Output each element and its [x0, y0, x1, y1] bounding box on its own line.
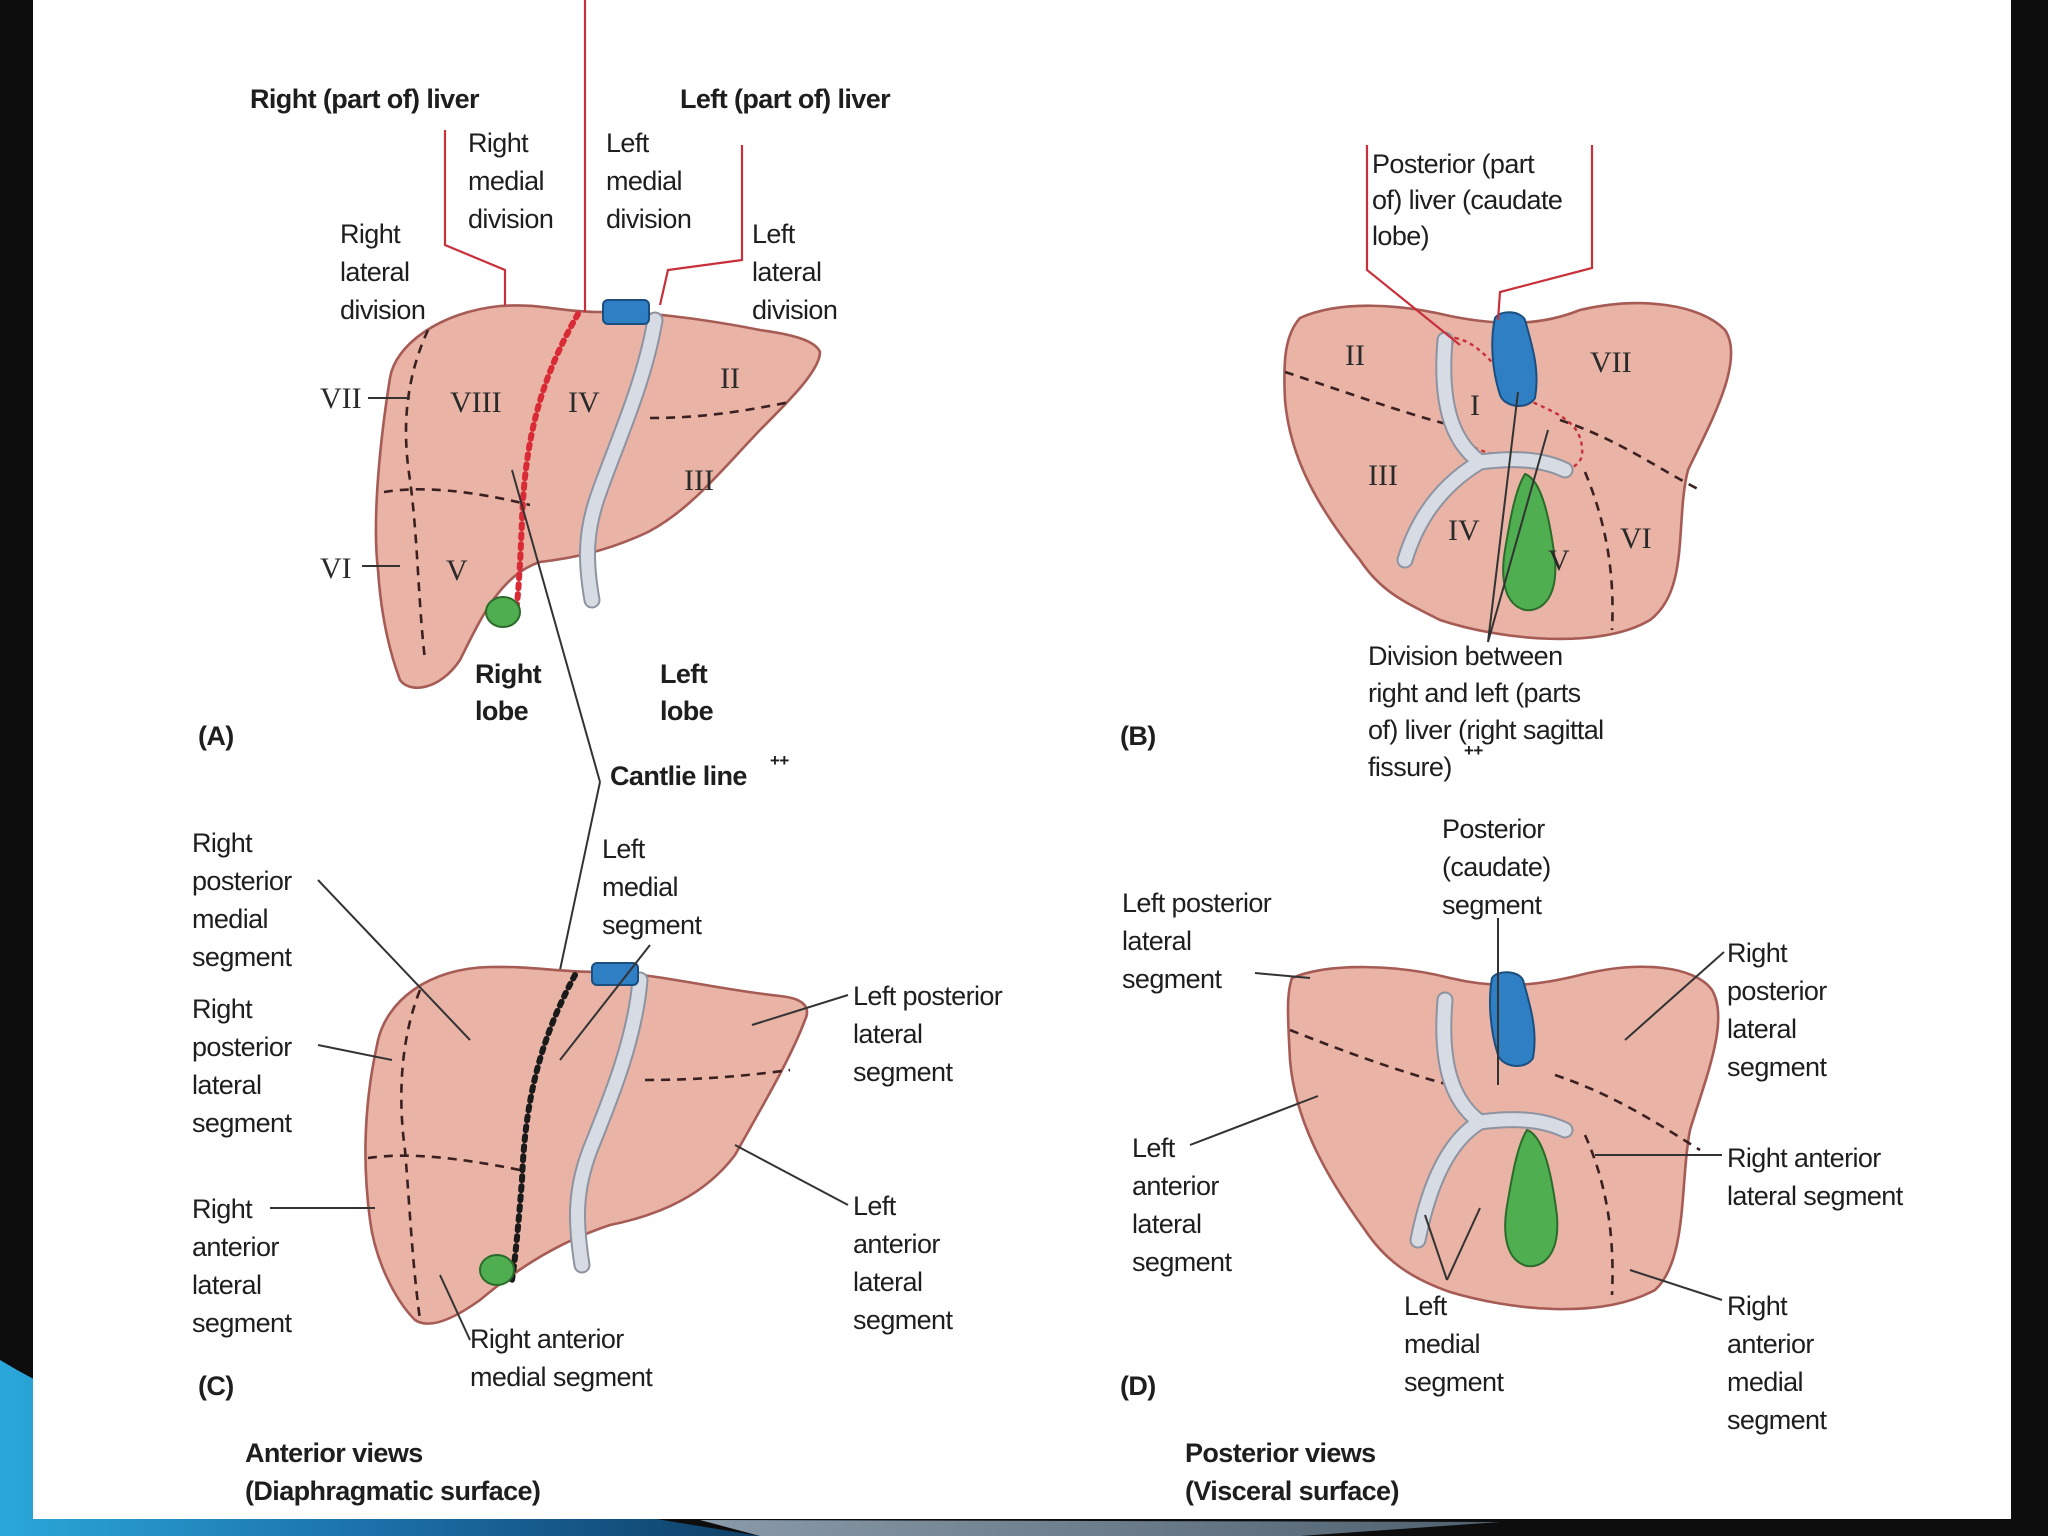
panel-d-lal-leader	[1189, 1095, 1319, 1146]
panel-c-lpl-leader	[751, 994, 849, 1026]
panel-b-seg-ii: II	[1345, 339, 1365, 372]
panel-c-ram-leader	[439, 1274, 471, 1341]
panel-c: Right posterior medial segment Right pos…	[192, 828, 1009, 1506]
panel-c-ivc	[591, 962, 639, 986]
panel-b-seg-vii: VII	[1590, 346, 1632, 379]
panel-c-rpm-leader	[317, 879, 471, 1041]
panel-a-seg-ii: II	[720, 362, 740, 395]
panel-c-left-posterior-lateral: Left posterior lateral segment	[853, 981, 1009, 1087]
panel-d-left-seg-line	[1289, 1028, 1451, 1087]
panel-a-seg-vii: VII	[320, 382, 362, 415]
panel-a-left-liver-label: Left (part of) liver	[680, 84, 891, 114]
panel-c-rpl-leader	[317, 1044, 393, 1061]
panel-a-right-lobe: Right lobe	[475, 659, 548, 726]
panel-a-right-medial-division: Right medial division	[468, 128, 553, 234]
panel-d-left-medial-segment: Left medial segment	[1404, 1291, 1504, 1397]
panel-c-right-lateral-line	[400, 989, 422, 1321]
slide-swoosh-shadow	[700, 1520, 1500, 1536]
panel-d-right-anterior-medial: Right anterior medial segment	[1727, 1291, 1827, 1435]
panel-b-vertical-seg-line	[1583, 471, 1614, 631]
panel-d-tag: (D)	[1120, 1371, 1156, 1401]
panel-b-fissure	[1398, 333, 1572, 567]
cantlie-line-mark: ++	[770, 751, 789, 770]
panel-c-horizontal-right	[367, 1154, 521, 1172]
panel-b-ivc	[1491, 311, 1538, 407]
panel-c-left-anterior-lateral: Left anterior lateral segment	[853, 1191, 953, 1335]
panel-b-seg-i: I	[1470, 389, 1480, 422]
panel-a-seg-iii: III	[684, 464, 714, 497]
panel-c-right-anterior-lateral: Right anterior lateral segment	[192, 1194, 292, 1338]
panel-c-tag: (C)	[198, 1371, 234, 1401]
figure-panel	[33, 0, 2011, 1519]
panel-c-horizontal-left	[644, 1068, 791, 1082]
panel-b-right-seg-line	[1559, 418, 1701, 492]
panel-a-right-medial-bracket	[443, 130, 507, 305]
panel-d-vertical-seg-line	[1583, 1134, 1614, 1296]
panel-c-lal-leader	[734, 1144, 849, 1206]
panel-d-ivc	[1489, 971, 1536, 1067]
panel-b-seg-iii: III	[1368, 459, 1398, 492]
panel-d-ram-leader	[1629, 1269, 1723, 1301]
panel-a-horizontal-right	[383, 488, 531, 507]
panel-a-right-lateral-line	[404, 329, 430, 661]
panel-d-right-seg-line	[1554, 1073, 1701, 1152]
panel-d-left-posterior-lateral: Left posterior lateral segment	[1122, 888, 1278, 994]
panel-b-left-seg-line	[1284, 370, 1451, 427]
panel-b-division-leader	[1487, 391, 1549, 643]
panel-a-seg-v: V	[446, 554, 468, 587]
panel-d-right-anterior-lateral: Right anterior lateral segment	[1727, 1143, 1904, 1211]
panel-d-fissure	[1411, 993, 1572, 1247]
panel-a-tag: (A)	[198, 721, 234, 751]
panel-d: Posterior (caudate) segment Left posteri…	[1120, 814, 1904, 1506]
panel-c-lms-leader	[559, 944, 651, 1061]
panel-a-left-medial-bracket	[658, 145, 744, 306]
panel-b: II I VII III IV V VI Posterior (part of)…	[1120, 145, 1733, 782]
panel-d-posterior-caudate: Posterior (caudate) segment	[1442, 814, 1558, 920]
cantlie-leader-up	[511, 469, 601, 783]
panel-c-caption: Anterior views (Diaphragmatic surface)	[245, 1438, 540, 1506]
panel-a-left-lobe: Left lobe	[660, 659, 714, 726]
panel-c-right-posterior-lateral: Right posterior lateral segment	[192, 994, 299, 1138]
panel-b-posterior-part: Posterior (part of) liver (caudate lobe)	[1372, 149, 1569, 251]
panel-a-gallbladder	[485, 596, 521, 628]
panel-c-left-medial-segment: Left medial segment	[602, 834, 702, 940]
panel-a-seg-vi: VI	[320, 552, 352, 585]
panel-c-right-posterior-medial: Right posterior medial segment	[192, 828, 299, 972]
panel-a-cantlie-dots	[512, 311, 581, 623]
panel-c-fissure	[571, 973, 647, 1272]
panel-a-ivc	[602, 299, 650, 325]
panel-a-right-lateral-division: Right lateral division	[340, 219, 425, 325]
panel-d-lms-leader	[1424, 1207, 1481, 1281]
panel-a: VIII IV II III V VII VI Right (part of) …	[198, 0, 892, 751]
panel-c-gallbladder	[479, 1254, 515, 1286]
panel-a-left-medial-division: Left medial division	[606, 128, 691, 234]
cantlie-line-label: Cantlie line	[610, 761, 747, 791]
panel-b-seg-vi: VI	[1620, 522, 1652, 555]
panel-b-posterior-bracket	[1365, 145, 1594, 346]
panel-b-gallbladder	[1502, 472, 1557, 612]
panel-a-seg-iv: IV	[568, 386, 600, 419]
panel-b-seg-iv: IV	[1448, 514, 1480, 547]
panel-a-right-liver-label: Right (part of) liver	[250, 84, 480, 114]
panel-b-division-label: Division between right and left (parts o…	[1368, 641, 1611, 782]
panel-d-caption: Posterior views (Visceral surface)	[1185, 1438, 1399, 1506]
panel-a-fissure	[581, 313, 662, 607]
panel-c-cantlie-dots	[509, 972, 578, 1283]
panel-a-horizontal-left	[649, 400, 791, 420]
panel-c-right-anterior-medial: Right anterior medial segment	[470, 1324, 653, 1392]
panel-a-left-lateral-division: Left lateral division	[752, 219, 837, 325]
panel-b-division-mark: ++	[1464, 741, 1483, 760]
panel-d-left-anterior-lateral: Left anterior lateral segment	[1132, 1133, 1232, 1277]
panel-d-right-posterior-lateral: Right posterior lateral segment	[1727, 938, 1834, 1082]
panel-b-tag: (B)	[1120, 721, 1156, 751]
panel-d-gallbladder	[1504, 1128, 1559, 1268]
panel-d-lpl-leader	[1254, 972, 1311, 979]
panel-d-rpl-leader	[1624, 951, 1725, 1041]
panel-b-seg-v: V	[1548, 544, 1570, 577]
panel-a-seg-viii: VIII	[450, 386, 502, 419]
